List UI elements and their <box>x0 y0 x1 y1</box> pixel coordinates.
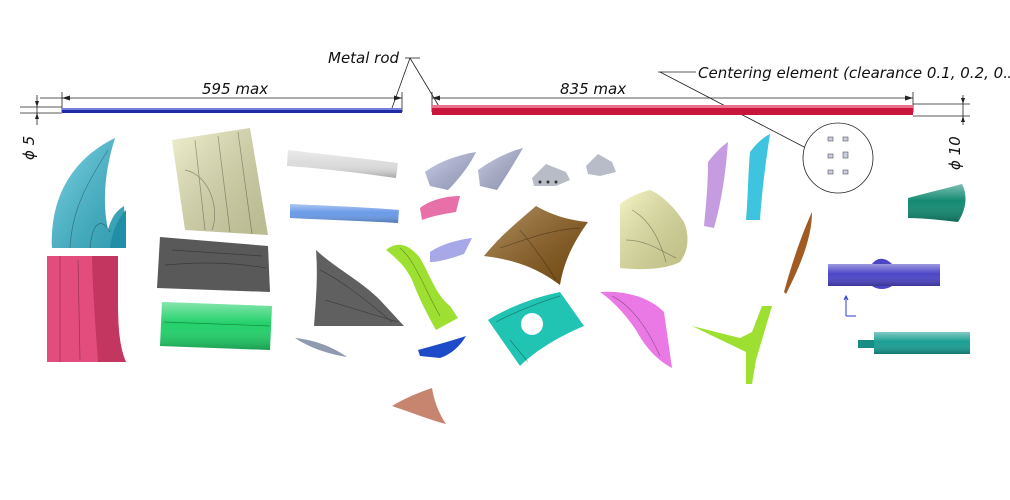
part-light-gray-rod <box>287 150 398 178</box>
diameter-5-label: ϕ 5 <box>20 136 38 160</box>
part-periwinkle-clip <box>430 238 472 262</box>
part-dark-gray-wedge <box>314 250 404 326</box>
part-violet-strip <box>704 142 728 228</box>
part-teal-shaft <box>858 332 970 354</box>
part-cream-plate <box>172 128 268 235</box>
part-brown-needle <box>784 212 812 294</box>
metal-rod-callout: Metal rod <box>328 49 441 109</box>
part-periwinkle-blade-2 <box>478 148 523 190</box>
part-gray-tip <box>586 154 616 176</box>
part-orchid-blade <box>600 291 672 368</box>
part-pink-block <box>47 256 126 362</box>
part-light-blue-rod <box>290 204 399 223</box>
part-dark-gray-plate <box>157 237 270 292</box>
centering-element-label: Centering element (clearance 0.1, 0.2, 0… <box>698 64 1010 82</box>
centering-element-detail-circle <box>802 122 874 194</box>
part-indigo-shaft <box>828 258 940 289</box>
dim-835-label: 835 max <box>560 80 626 98</box>
centering-pin-icon <box>827 136 849 175</box>
diameter-10-dimension: ϕ 10 <box>913 95 970 170</box>
part-brown-saddle <box>484 206 588 285</box>
axis-triad-icon <box>843 294 856 317</box>
metal-rod-835 <box>432 105 913 115</box>
metal-rod-leader-right <box>409 57 441 109</box>
part-sea-green-funnel <box>908 184 966 222</box>
dimension-595: 595 max <box>40 80 403 112</box>
part-cyan-horn <box>51 138 126 249</box>
part-green-plate <box>160 302 272 350</box>
metal-rod-595 <box>62 108 402 113</box>
diameter-5-dimension: ϕ 5 <box>20 95 62 160</box>
dim-595-label: 595 max <box>202 80 268 98</box>
part-cyan-strip <box>746 134 770 220</box>
part-teal-block <box>488 292 584 366</box>
metal-rod-label: Metal rod <box>328 49 400 67</box>
diameter-10-label: ϕ 10 <box>946 136 964 170</box>
part-gray-clip <box>532 164 570 186</box>
part-lime-twist <box>386 244 458 330</box>
part-pink-clip <box>420 196 460 220</box>
part-gray-sliver <box>295 338 347 357</box>
part-salmon-fin <box>392 388 446 424</box>
part-blue-fin <box>418 336 466 358</box>
part-lime-bracket <box>692 306 772 384</box>
part-yellow-hub <box>620 190 688 270</box>
part-periwinkle-blade-1 <box>425 152 476 190</box>
